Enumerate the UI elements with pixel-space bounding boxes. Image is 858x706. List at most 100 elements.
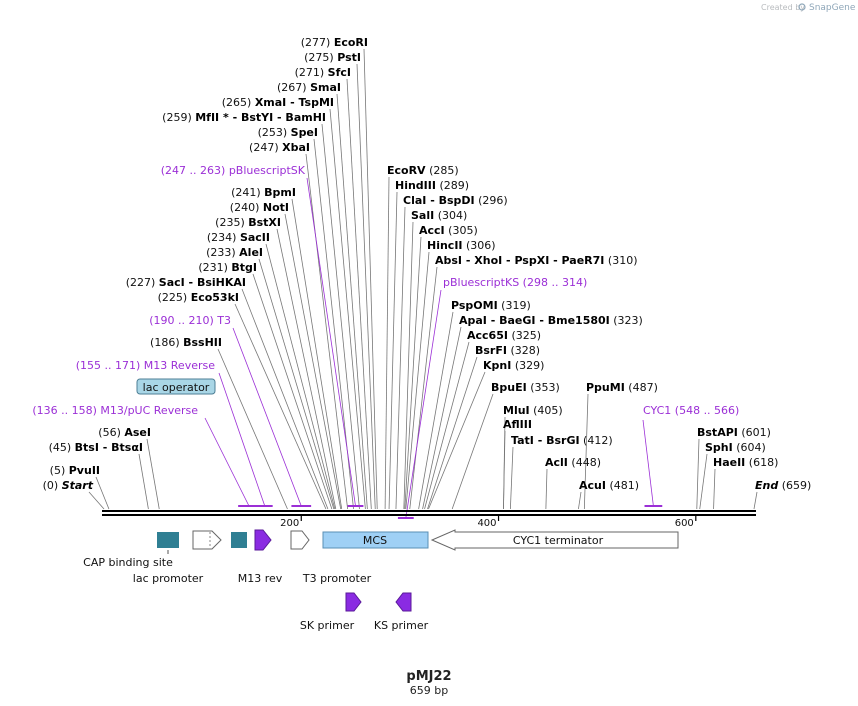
svg-text:AbsI - XhoI - PspXI - Pa: AbsI - XhoI - PspXI - PaeR7I (310) <box>435 254 637 267</box>
site-end: End (659) <box>755 479 811 492</box>
svg-text:HindIII (289): HindIII (289) <box>395 179 469 192</box>
site-eco53ki: (225) Eco53kI <box>158 291 239 304</box>
site-apai: ApaI - BaeGI - Bme1580I (323) <box>459 314 643 327</box>
leader-line <box>363 48 378 510</box>
lac-promoter-label: lac promoter <box>133 572 204 585</box>
sk-primer-label: SK primer <box>300 619 355 632</box>
lac-promoter-arrow <box>192 530 222 550</box>
leader-line <box>753 491 758 510</box>
site-spei: (253) SpeI <box>258 126 318 139</box>
leader-line <box>252 273 333 510</box>
feature-leader <box>204 417 250 507</box>
site-sphi: SphI (604) <box>705 441 766 454</box>
credit-text: Created by <box>761 3 805 12</box>
svg-text:(267) SmaI: (267) SmaI <box>277 81 341 94</box>
svg-text:(231) BtgI: (231) BtgI <box>198 261 257 274</box>
svg-text:(259) MfII * - BstYI - Ba: (259) MfII * - BstYI - BamHI <box>162 111 326 124</box>
svg-text:PspOMI (319): PspOMI (319) <box>451 299 531 312</box>
site-btsi: (45) BtsI - BtsαI <box>49 441 143 454</box>
feature-label: (190 .. 210) T3 <box>149 314 231 327</box>
cap-binding-site-label: CAP binding site <box>83 556 173 569</box>
lac-operator-badge <box>136 378 216 395</box>
leader-line <box>276 228 337 510</box>
site-bstxi: (235) BstXI <box>215 216 281 229</box>
svg-text:SalI (304): SalI (304) <box>411 209 467 222</box>
site-acc65i: Acc65I (325) <box>467 329 541 342</box>
site-labels: (277) EcoRI(275) PstI(271) SfcI(267) Sma… <box>32 36 811 492</box>
leader-line <box>428 371 486 510</box>
site-hincii: HincII (306) <box>427 239 496 252</box>
leader-line <box>696 438 700 510</box>
site-acli: AclI (448) <box>545 456 601 469</box>
lac-operator-box <box>231 532 247 548</box>
leader-line <box>422 326 462 510</box>
site-haeii: HaeII (618) <box>713 456 778 469</box>
svg-text:BstAPI (601): BstAPI (601) <box>697 426 771 439</box>
svg-text:(227) SacI - BsiHKAI: (227) SacI - BsiHKAI <box>126 276 246 289</box>
svg-text:(56) AseI: (56) AseI <box>98 426 151 439</box>
leader-line <box>403 221 414 510</box>
plasmid-length: 659 bp <box>410 684 448 697</box>
site-sali: SalI (304) <box>411 209 467 222</box>
sk-primer-arrow <box>345 592 362 612</box>
svg-text:BpuEI (353): BpuEI (353) <box>491 381 560 394</box>
site-bpmi: (241) BpmI <box>231 186 296 199</box>
leader-line <box>138 453 149 510</box>
leader-line <box>305 153 349 510</box>
site-pvuii: (5) PvuII <box>50 464 100 477</box>
site-mlui: MluI (405) <box>503 404 563 417</box>
svg-text:(247) XbaI: (247) XbaI <box>249 141 310 154</box>
site-hindiii: HindIII (289) <box>395 179 469 192</box>
site-absi: AbsI - XhoI - PspXI - PaeR7I (310) <box>435 254 637 267</box>
svg-text:PpuMI (487): PpuMI (487) <box>586 381 658 394</box>
mcs-box <box>322 531 429 549</box>
feature-label: CYC1 (548 .. 566) <box>643 404 739 417</box>
site-acci: AccI (305) <box>419 224 478 237</box>
svg-text:(265) XmaI - TspMI: (265) XmaI - TspMI <box>222 96 334 109</box>
svg-text:(45) BtsI - BtsαI: (45) BtsI - BtsαI <box>49 441 143 454</box>
cap-binding-site-box <box>157 532 179 548</box>
site-bstapi: BstAPI (601) <box>697 426 771 439</box>
leader-line <box>146 438 160 510</box>
site-sfci: (271) SfcI <box>295 66 351 79</box>
svg-text:(240) NotI: (240) NotI <box>230 201 289 214</box>
feature-leader <box>306 177 356 507</box>
tick-label: 400 <box>477 518 496 529</box>
svg-text:HaeII (618): HaeII (618) <box>713 456 778 469</box>
svg-text:ApaI - BaeGI - Bme1580I: ApaI - BaeGI - Bme1580I (323) <box>459 314 643 327</box>
svg-text:ClaI - BspDI (296): ClaI - BspDI (296) <box>403 194 508 207</box>
leader-line <box>346 78 372 510</box>
svg-text:MluI (405): MluI (405) <box>503 404 563 417</box>
site-pspomi: PspOMI (319) <box>451 299 531 312</box>
site-acui: AcuI (481) <box>579 479 639 492</box>
site-afliii: AflIII <box>503 418 532 431</box>
svg-text:(234) SacII: (234) SacII <box>207 231 270 244</box>
m13-rev-label: M13 rev <box>238 572 283 585</box>
leader-line <box>217 348 288 510</box>
tick-label: 200 <box>280 518 299 529</box>
svg-text:AflIII: AflIII <box>503 418 532 431</box>
leader-line <box>405 251 430 510</box>
feature-label: pBluescriptKS (298 .. 314) <box>443 276 587 289</box>
svg-text:AccI (305): AccI (305) <box>419 224 478 237</box>
svg-text:(271) SfcI: (271) SfcI <box>295 66 351 79</box>
site-bsrfi: BsrFI (328) <box>475 344 540 357</box>
leader-line <box>336 93 368 510</box>
leader-line <box>451 393 494 510</box>
svg-text:(253) SpeI: (253) SpeI <box>258 126 318 139</box>
snapgene-logo-icon <box>798 3 806 11</box>
feature-leader <box>232 327 302 507</box>
site-saci: (227) SacI - BsiHKAI <box>126 276 246 289</box>
site-kpni: KpnI (329) <box>483 359 544 372</box>
feature-leader <box>218 372 266 507</box>
svg-text:BsrFI (328): BsrFI (328) <box>475 344 540 357</box>
svg-text:(235) BstXI: (235) BstXI <box>215 216 281 229</box>
svg-text:(275) PstI: (275) PstI <box>304 51 361 64</box>
svg-text:(186) BssHII: (186) BssHII <box>150 336 222 349</box>
leader-line <box>503 430 506 510</box>
mcs-label: MCS <box>363 534 387 547</box>
svg-text:HincII (306): HincII (306) <box>427 239 496 252</box>
site-xmai: (265) XmaI - TspMI <box>222 96 334 109</box>
leader-line <box>258 258 335 510</box>
